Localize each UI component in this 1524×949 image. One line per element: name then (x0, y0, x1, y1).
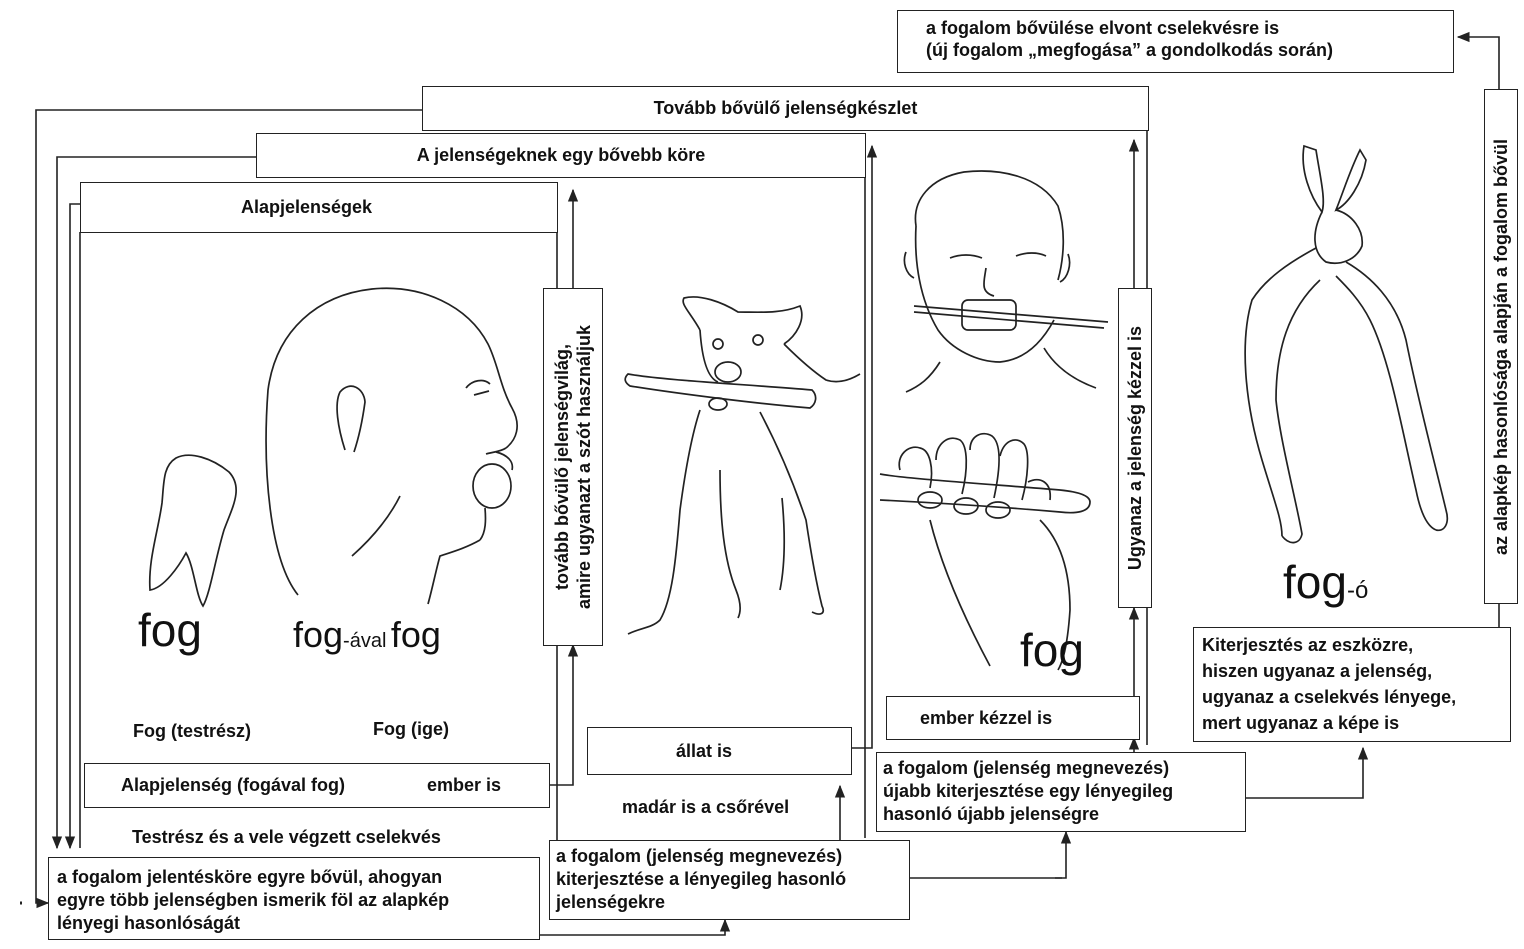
tool-line-4: mert ugyanaz a képe is (1202, 713, 1400, 733)
meaning-line-3: lényegi hasonlóságát (57, 913, 241, 933)
basic-phenomena-title: Alapjelenségek (241, 197, 373, 217)
meaning-line-1: a fogalom jelentésköre egyre bővül, ahog… (57, 867, 443, 887)
tool-extension-box: Kiterjesztés az eszközre, hiszen ugyanaz… (1193, 627, 1511, 742)
human-hand-box: ember kézzel is (886, 696, 1140, 740)
image-similarity-text: az alapkép hasonlósága alapján a fogalom… (1491, 138, 1511, 555)
word-fog-noun: fog (138, 604, 202, 656)
word-aval-suffix: -ával (343, 630, 387, 652)
caption-ige: Fog (ige) (373, 719, 449, 739)
tool-line-2: hiszen ugyanaz a jelenség, (1202, 661, 1433, 681)
caption-testresz: Fog (testrész) (133, 721, 252, 741)
word-fogo-stem: fog (1283, 556, 1347, 608)
new-extension-line-1: a fogalom (jelenség megnevezés) (883, 758, 1170, 778)
abstract-line-2: (új fogalom „megfogása” a gondolkodás so… (926, 40, 1334, 60)
further-phenomena-box: Tovább bővülő jelenségkészlet (422, 86, 1149, 131)
word-fogo: fog-ó (1283, 552, 1368, 624)
caption-allat-is: állat is (676, 741, 733, 761)
hand-gripping-bar-drawing (879, 432, 1091, 671)
animal-box: állat is (587, 727, 852, 775)
further-world-line-1: tovább bővülő jelenségvilág, (552, 343, 572, 591)
caption-ember-kezzel: ember kézzel is (920, 708, 1053, 728)
further-world-vertical-box: tovább bővülő jelenségvilág, amire ugyan… (543, 288, 603, 646)
meaning-expands-box: a fogalom jelentésköre egyre bővül, ahog… (48, 857, 540, 940)
meaning-line-2: egyre több jelenségben ismerik föl az al… (57, 890, 450, 910)
word-fogaval-stem: fog (293, 614, 344, 655)
tooth-drawing (148, 454, 237, 608)
pliers-drawing (1244, 144, 1449, 544)
caption-ember-is: ember is (427, 775, 502, 795)
same-phenomenon-hand-vertical-box: Ugyanaz a jelenség kézzel is (1118, 288, 1152, 608)
extension-line-1: a fogalom (jelenség megnevezés) (556, 846, 843, 866)
new-extension-line-2: újabb kiterjesztése egy lényegileg (883, 781, 1174, 801)
head-biting-ball-drawing (265, 287, 518, 605)
further-world-line-2: amire ugyanazt a szót használjuk (574, 324, 594, 610)
caption-madar: madár is a csőrével (622, 797, 790, 817)
extension-line-3: jelenségekre (556, 892, 666, 912)
word-fogo-suffix: -ó (1346, 577, 1369, 604)
abstract-extension-box: a fogalom bővülése elvont cselekvésre is… (897, 10, 1454, 73)
flow-arrows (540, 31, 1500, 936)
abstract-line-1: a fogalom bővülése elvont cselekvésre is (926, 18, 1280, 38)
word-fogaval-fog: fog-ával fog (293, 610, 441, 668)
basic-phenomena-box: Alapjelenségek (80, 182, 558, 233)
tool-line-3: ugyanaz a cselekvés lényege, (1202, 687, 1457, 707)
wider-phenomena-title: A jelenségeknek egy bővebb köre (416, 145, 706, 165)
feedback-arrows (20, 109, 422, 909)
further-world-vertical-text: tovább bővülő jelenségvilág, amire ugyan… (551, 325, 595, 609)
wider-phenomena-box: A jelenségeknek egy bővebb köre (256, 133, 866, 178)
basic-phenomenon-box: Alapjelenség (fogával fog) ember is (84, 763, 550, 808)
same-phenomenon-hand-text: Ugyanaz a jelenség kézzel is (1125, 325, 1145, 571)
image-similarity-vertical-box: az alapkép hasonlósága alapján a fogalom… (1484, 89, 1518, 604)
word-fog-verb: fog (390, 614, 441, 655)
concept-extension-box: a fogalom (jelenség megnevezés) kiterjes… (549, 840, 910, 920)
caption-testresz-cselekves: Testrész és a vele végzett cselekvés (132, 827, 441, 847)
further-phenomena-title: Tovább bővülő jelenségkészlet (653, 98, 918, 118)
person-biting-stick-drawing (903, 170, 1109, 393)
caption-alapjelenseg: Alapjelenség (fogával fog) (121, 775, 346, 795)
tool-line-1: Kiterjesztés az eszközre, (1202, 635, 1414, 655)
new-extension-box: a fogalom (jelenség megnevezés) újabb ki… (876, 752, 1246, 832)
dog-with-stick-drawing (624, 296, 861, 635)
extension-line-2: kiterjesztése a lényegileg hasonló (556, 869, 847, 889)
word-fog-hand: fog (1020, 624, 1084, 676)
new-extension-line-3: hasonló újabb jelenségre (883, 804, 1100, 824)
